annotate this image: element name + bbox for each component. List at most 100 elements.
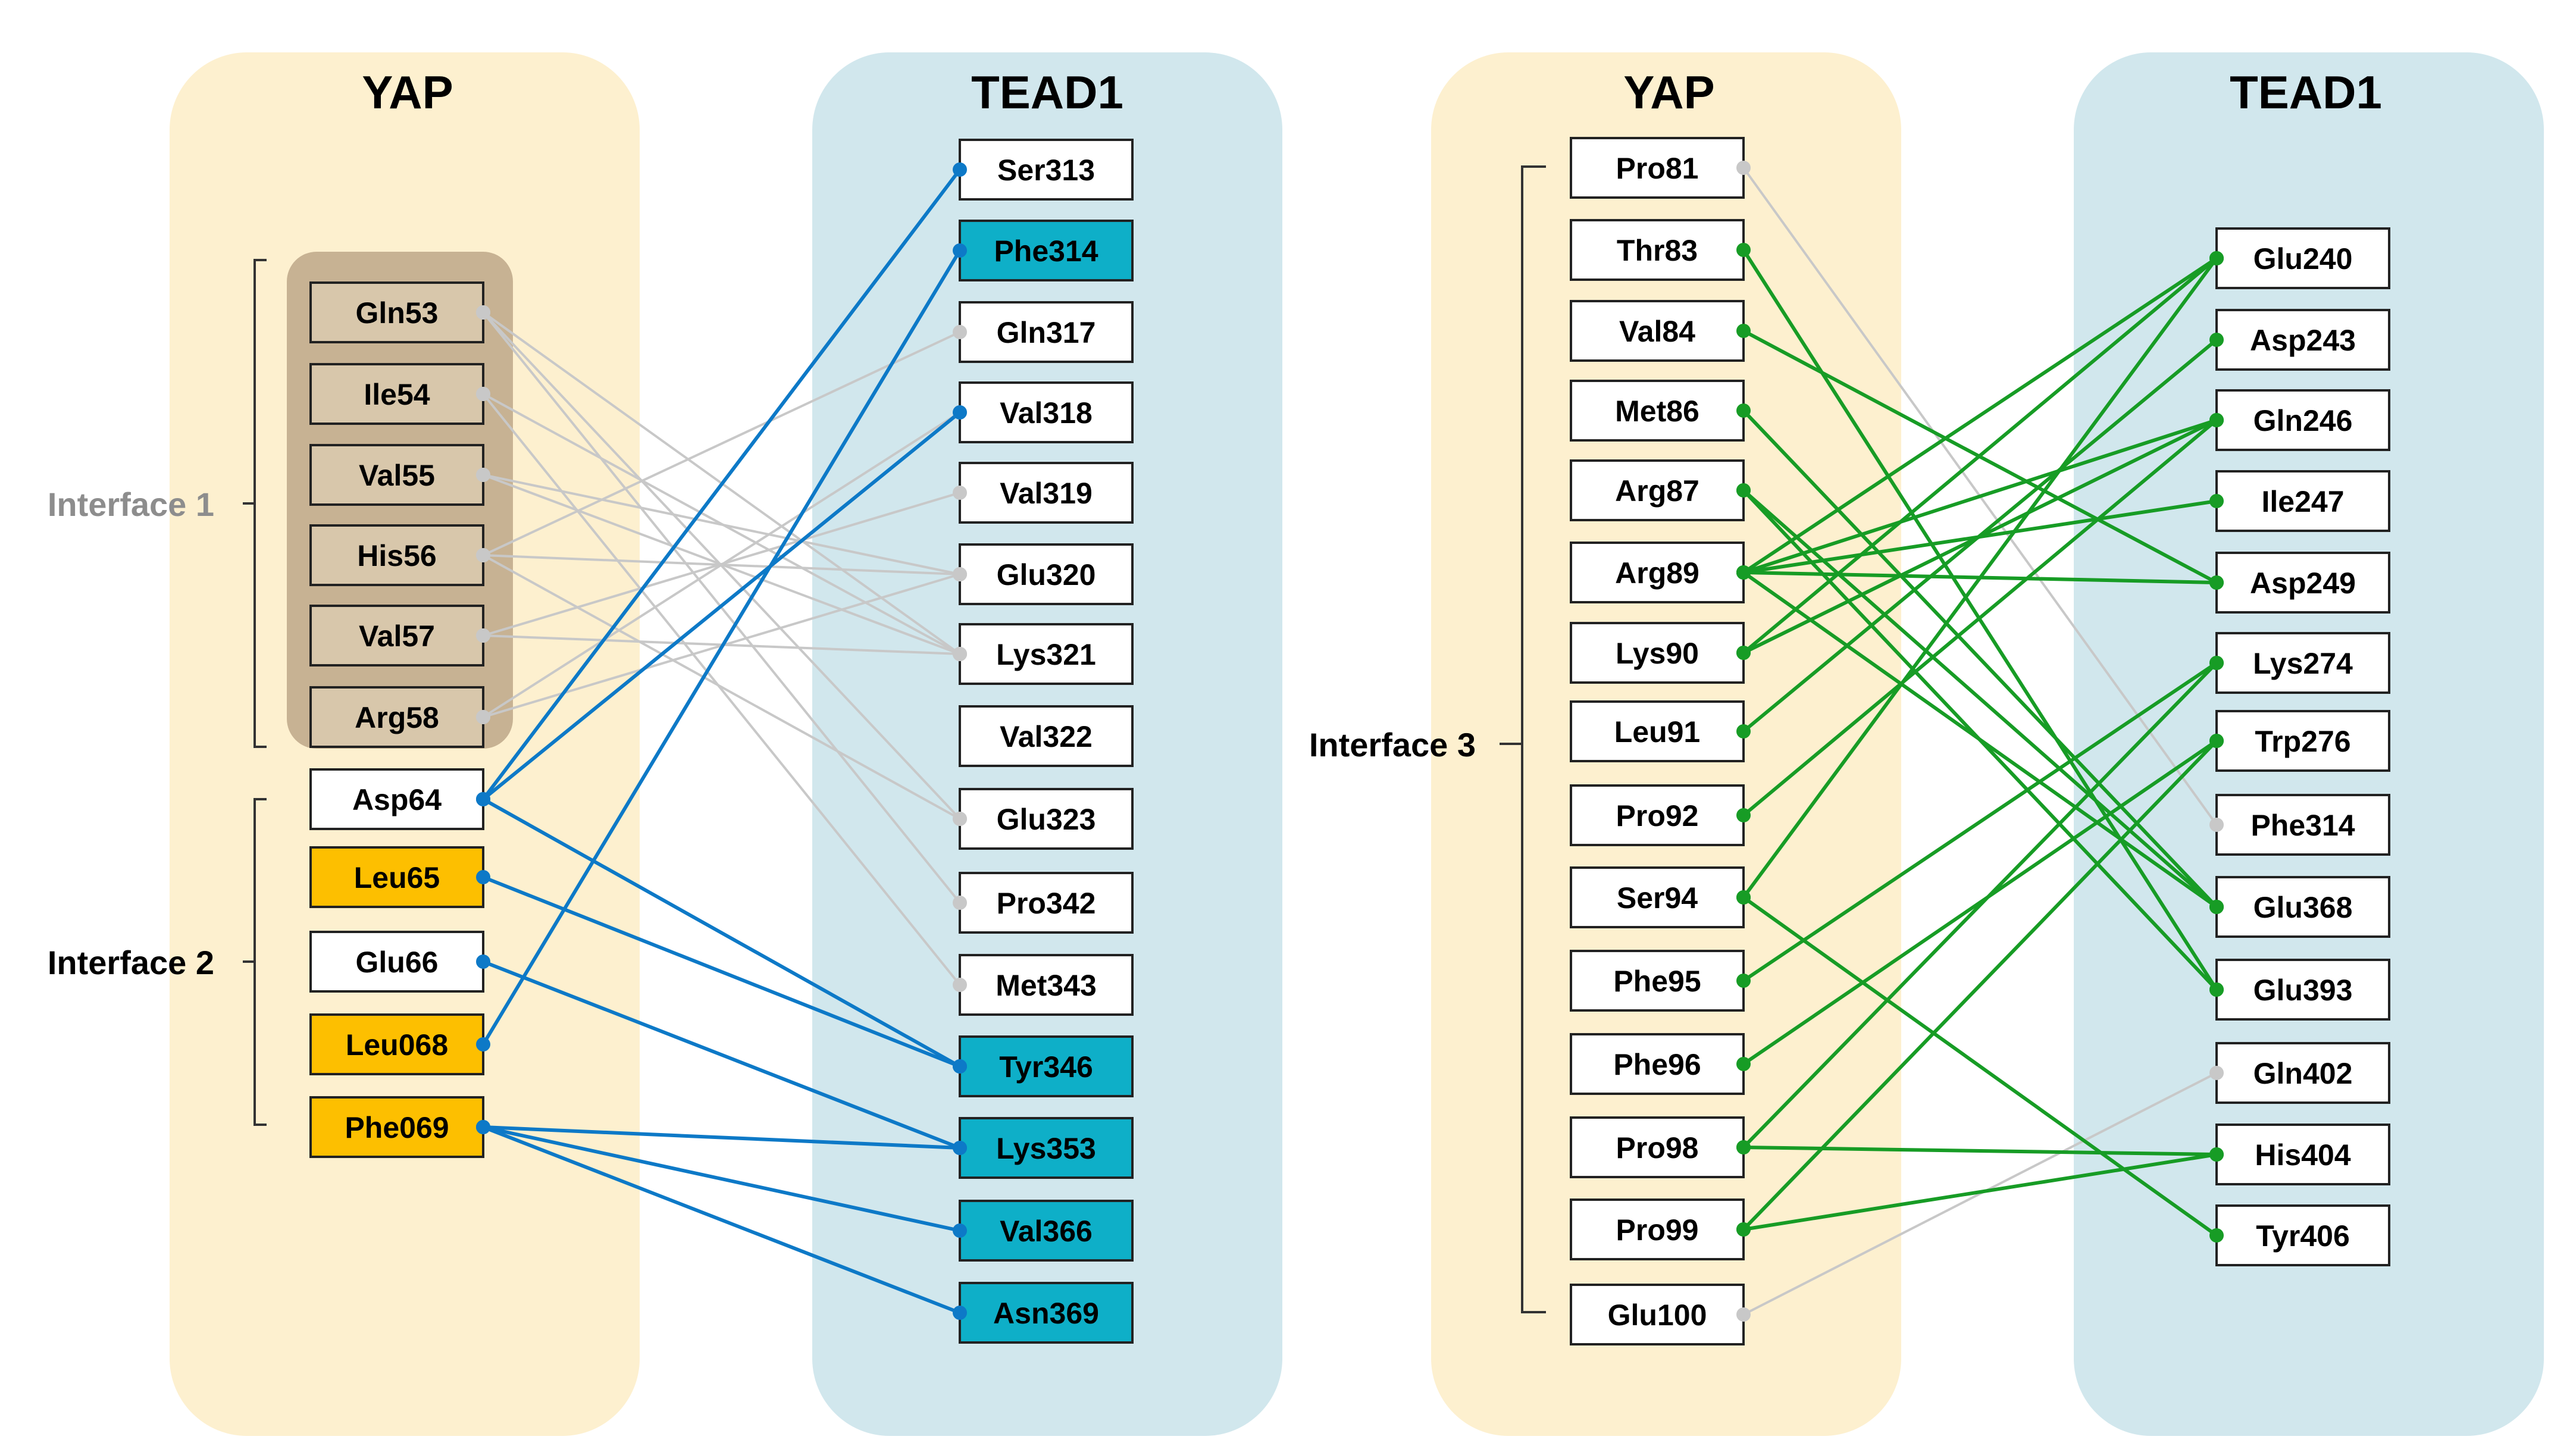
right-tead-residue: Phe314	[2215, 794, 2390, 856]
residue-box	[959, 139, 1134, 201]
left-yap-residue: Gln53	[309, 281, 484, 343]
right-link-Ser94-Tyr406	[1742, 896, 2218, 1237]
residue-label: Lys353	[996, 1132, 1096, 1165]
residue-label: Gln402	[2253, 1057, 2353, 1090]
link-endpoint	[953, 162, 967, 177]
residue-label: Ser313	[997, 154, 1095, 187]
left-tead-residue: Phe314	[959, 220, 1134, 281]
left-link-Phe069-Val366	[483, 1125, 960, 1232]
residue-box	[959, 381, 1134, 443]
residue-label: Asn369	[993, 1297, 1099, 1330]
left-tead-residue: Asn369	[959, 1282, 1134, 1344]
right-yap-residue: Val84	[1570, 300, 1745, 362]
link-endpoint	[953, 405, 967, 420]
link-endpoint	[476, 710, 490, 724]
right-yap-residue: Arg87	[1570, 459, 1745, 521]
right-yap-residue: Arg89	[1570, 542, 1745, 603]
left-tead-residue: Val322	[959, 705, 1134, 767]
residue-label: Arg89	[1615, 556, 1699, 590]
left-tead-residue: Lys353	[959, 1117, 1134, 1179]
residue-label: Lys90	[1616, 637, 1699, 670]
residue-box	[309, 363, 484, 425]
residue-box	[2215, 1124, 2390, 1185]
right-tead-residue: Gln246	[2215, 389, 2390, 451]
right-yap-residue: Pro98	[1570, 1116, 1745, 1178]
right-tead-residue: Glu368	[2215, 876, 2390, 938]
residue-label: Val366	[1000, 1215, 1093, 1248]
left-tead-residue: Glu323	[959, 788, 1134, 850]
left-yap-residue: His56	[309, 524, 484, 586]
left-link-Asp64-Ser313	[481, 168, 962, 800]
left-tead-residue: Met343	[959, 954, 1134, 1016]
right-yap-residue: Phe95	[1570, 950, 1745, 1012]
link-endpoint	[953, 1306, 967, 1320]
residue-box	[1570, 1033, 1745, 1095]
residue-label: Pro342	[997, 887, 1096, 920]
left-link-His56-Glu323	[483, 554, 960, 820]
right-yap-residue: Pro99	[1570, 1198, 1745, 1260]
residue-box	[2215, 389, 2390, 451]
right-link-Phe95-Lys274	[1742, 661, 2218, 982]
left-tead-residue: Val366	[959, 1200, 1134, 1262]
residue-box	[959, 954, 1134, 1016]
residue-label: Gln246	[2253, 404, 2353, 437]
residue-label: Trp276	[2255, 725, 2350, 758]
right-link-Arg89-Glu240	[1742, 256, 2218, 574]
link-endpoint	[476, 468, 490, 482]
residue-box	[309, 846, 484, 908]
interface3-label: Interface 3	[1309, 726, 1476, 763]
link-endpoint	[1736, 646, 1751, 660]
link-endpoint	[476, 870, 490, 884]
link-endpoint	[2209, 1147, 2224, 1162]
residue-label: Arg58	[355, 701, 439, 734]
residue-box	[959, 1200, 1134, 1262]
right-tead-residue: Lys274	[2215, 632, 2390, 694]
link-endpoint	[2209, 1228, 2224, 1243]
right-yap-residue: Ser94	[1570, 866, 1745, 928]
left-tead-residue: Val319	[959, 462, 1134, 524]
link-endpoint	[1736, 1307, 1751, 1322]
link-endpoint	[2209, 900, 2224, 914]
link-endpoint	[1736, 1222, 1751, 1237]
residue-label: Asp243	[2250, 324, 2356, 357]
left-tead-residue: Ser313	[959, 139, 1134, 201]
residue-box	[309, 1013, 484, 1075]
link-endpoint	[476, 955, 490, 969]
right-link-Pro99-Trp276	[1742, 739, 2218, 1231]
link-endpoint	[1736, 724, 1751, 738]
link-endpoint	[953, 486, 967, 500]
left-yap-residue: Leu068	[309, 1013, 484, 1075]
left-tead-residue: Glu320	[959, 543, 1134, 605]
residue-box	[1570, 1284, 1745, 1345]
right-link-Pro92-Gln246	[1742, 418, 2218, 817]
right-tead-residue: Trp276	[2215, 710, 2390, 772]
link-endpoint	[1736, 161, 1751, 175]
link-endpoint	[476, 387, 490, 401]
right-yap-residue: Phe96	[1570, 1033, 1745, 1095]
right-tead-residue: Asp249	[2215, 552, 2390, 614]
link-endpoint	[476, 1037, 490, 1052]
residue-box	[309, 686, 484, 748]
residue-box	[1570, 950, 1745, 1012]
residue-label: Ile247	[2261, 485, 2344, 518]
residue-label: Asp249	[2250, 567, 2356, 600]
residue-box	[959, 872, 1134, 934]
residue-label: Phe069	[345, 1111, 449, 1144]
residue-label: Val57	[359, 619, 435, 653]
left-tead-title: TEAD1	[971, 66, 1123, 118]
interface3-bracket	[1500, 165, 1546, 1313]
links-layer	[481, 167, 2218, 1316]
link-endpoint	[476, 548, 490, 562]
residue-label: Tyr346	[999, 1050, 1093, 1084]
residue-label: Pro98	[1616, 1131, 1699, 1165]
right-yap-residue: Pro81	[1570, 137, 1745, 199]
residue-label: Val319	[1000, 477, 1093, 510]
residue-box	[959, 543, 1134, 605]
right-tead-residue: Gln402	[2215, 1042, 2390, 1104]
right-tead-title: TEAD1	[2230, 66, 2382, 118]
right-tead-residue: Ile247	[2215, 470, 2390, 532]
residue-label: Leu91	[1614, 715, 1701, 749]
endpoints-layer	[476, 161, 2224, 1322]
link-endpoint	[476, 628, 490, 643]
left-yap-residue: Leu65	[309, 846, 484, 908]
